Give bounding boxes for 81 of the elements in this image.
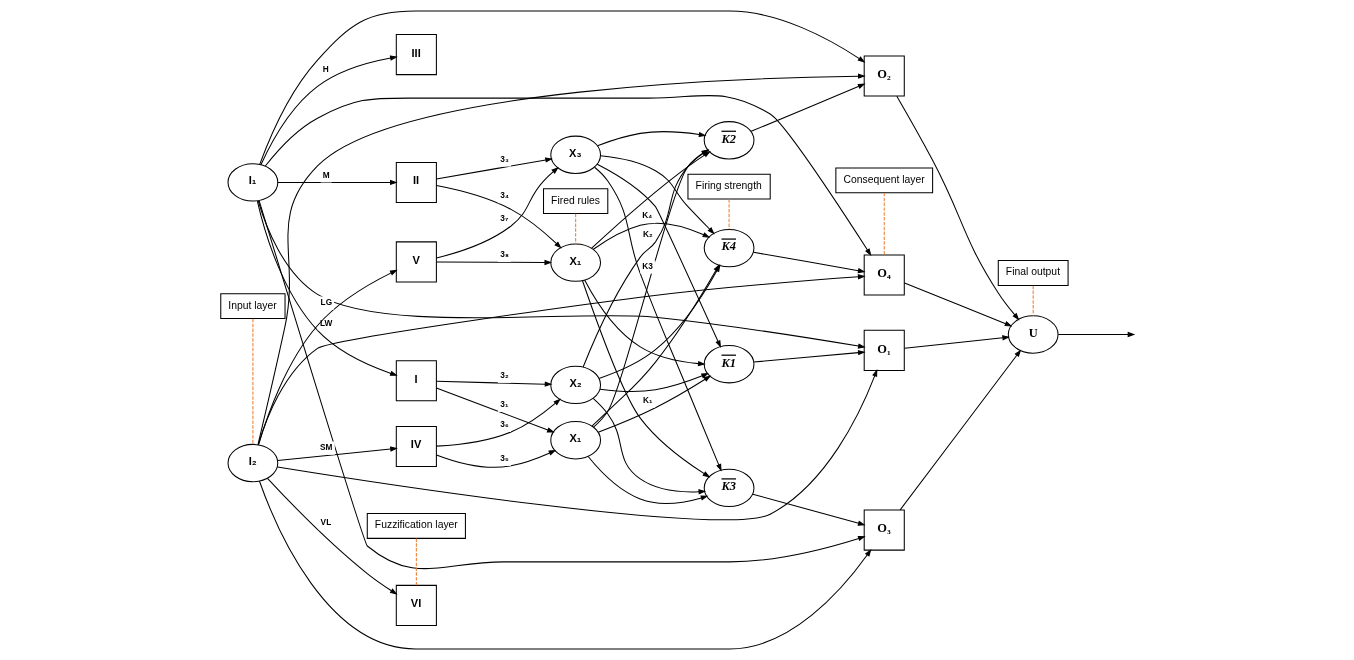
arrow <box>583 279 706 367</box>
node-box: Input layer <box>219 293 286 320</box>
arrow <box>257 200 866 349</box>
edge-label: 3₃ <box>499 153 509 164</box>
node-ellipse: I₂ <box>227 443 278 483</box>
arrow <box>435 380 552 387</box>
edge-label: 3₄ <box>499 190 509 201</box>
node-ellipse: I₁ <box>227 163 278 202</box>
node-box: O₂ <box>863 55 905 97</box>
edge-label: K3 <box>641 260 653 271</box>
arrow <box>899 349 1021 511</box>
node-box: Firing strength <box>686 173 771 200</box>
arrow <box>752 251 866 274</box>
arrow <box>750 83 865 132</box>
arrow <box>592 397 706 495</box>
node-box: I <box>395 360 437 402</box>
arrow <box>435 259 552 266</box>
arrow <box>582 149 709 368</box>
edge-label: K₄ <box>641 210 652 221</box>
edge-label: 3₂ <box>499 370 509 381</box>
arrow <box>259 55 398 166</box>
edge-label: 3₇ <box>499 213 508 224</box>
arrow <box>276 446 398 462</box>
edge-label: 3₆ <box>499 419 509 430</box>
arrow <box>257 274 866 446</box>
arrow <box>257 269 398 446</box>
node-box: Fuzzification layer <box>366 512 466 539</box>
edge-label: M <box>322 169 330 180</box>
arrow <box>895 95 1019 321</box>
connector <box>728 198 730 230</box>
node-box: Consequent layer <box>834 167 933 194</box>
node-box: VI <box>395 584 437 626</box>
edge-label: 3₁ <box>499 399 508 410</box>
arrow <box>596 131 706 147</box>
edge-label: K₂ <box>642 229 653 240</box>
arrow <box>264 95 871 257</box>
arrow <box>590 151 711 249</box>
arrow <box>587 455 708 504</box>
arrow <box>581 280 710 478</box>
arrow <box>256 73 866 446</box>
node-box: O₄ <box>863 254 905 296</box>
arrow <box>258 480 871 650</box>
arrow <box>266 477 398 595</box>
arrow <box>435 166 559 259</box>
arrow <box>597 375 711 433</box>
node-box: V <box>395 241 437 283</box>
arrow <box>435 185 562 249</box>
arrow <box>903 282 1012 327</box>
arrow <box>592 149 709 428</box>
edge-label: 3₈ <box>499 249 509 260</box>
arrow <box>435 157 553 180</box>
node-box: Fired rules <box>542 188 608 215</box>
node-box: O₃ <box>863 509 905 551</box>
node-box: II <box>395 161 437 203</box>
connector <box>1032 285 1034 317</box>
connector <box>574 213 576 245</box>
edge-label: 3₅ <box>499 453 509 464</box>
node-box: Final output <box>997 260 1069 286</box>
connector <box>251 318 253 445</box>
arrow <box>276 179 398 186</box>
node-box: III <box>395 34 437 76</box>
connector <box>883 192 885 256</box>
arrow <box>592 222 710 250</box>
node-box: O₁ <box>863 329 905 371</box>
edge-label: LG <box>320 296 332 307</box>
arrow <box>903 335 1010 349</box>
arrow <box>599 155 715 235</box>
edge-label: SM <box>319 441 332 452</box>
arrow <box>752 350 866 363</box>
arrow <box>599 373 709 393</box>
arrow <box>751 493 866 526</box>
node-ellipse: U <box>1007 315 1059 354</box>
edge-label: H <box>322 63 329 74</box>
edge-label: K₁ <box>642 394 652 405</box>
connector <box>415 537 417 586</box>
node-box: IV <box>395 425 437 467</box>
edge-label: LW <box>319 317 332 328</box>
edge-label: VL <box>320 517 331 528</box>
arrow <box>258 200 866 570</box>
arrow <box>1057 331 1135 338</box>
arrow <box>256 200 398 376</box>
